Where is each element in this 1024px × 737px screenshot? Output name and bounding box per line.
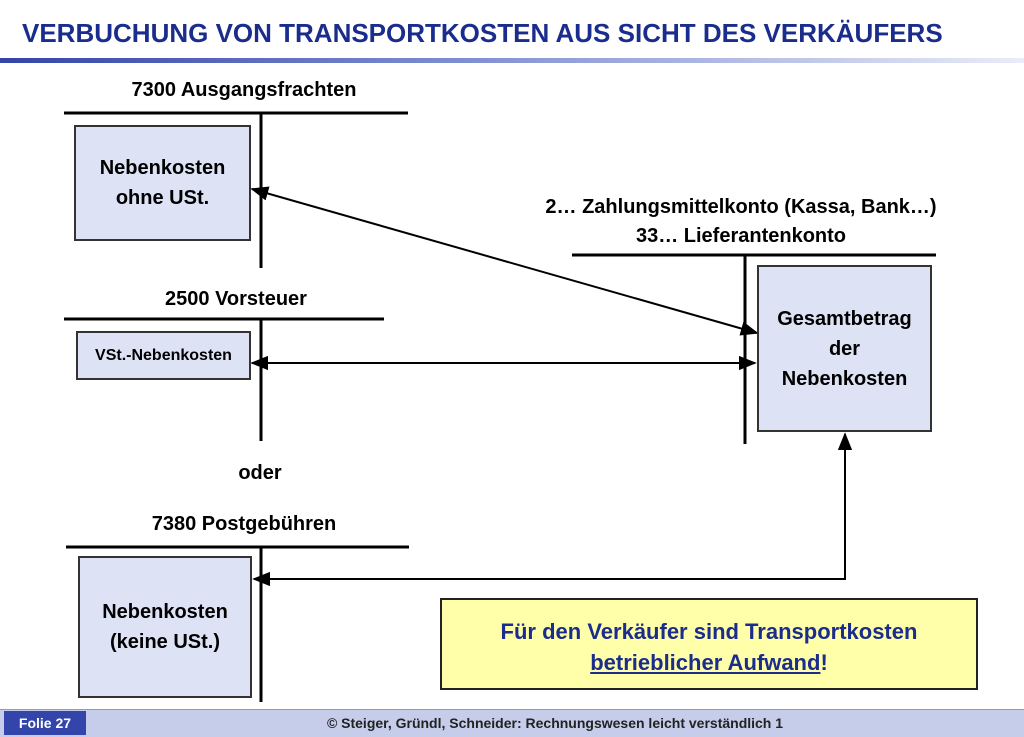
footer-bar xyxy=(0,709,1024,737)
account-label-2500: 2500 Vorsteuer xyxy=(165,288,307,310)
arrow-gesamtbetrag-to-postgebuehren xyxy=(252,432,853,587)
box-nebenkosten-ohne-ust: Nebenkosten ohne USt. xyxy=(74,125,251,241)
note-line1: Für den Verkäufer sind Transportkosten xyxy=(500,619,918,644)
arrow-gesamtbetrag-to-ausgangsfrachten xyxy=(250,186,759,336)
box-gesamtbetrag: Gesamtbetrag der Nebenkosten xyxy=(757,265,932,432)
account-label-lieferanten: 33… Lieferantenkonto xyxy=(635,225,847,247)
box-nebenkosten-keine-ust-text: Nebenkosten (keine USt.) xyxy=(102,601,228,653)
box-nebenkosten-ohne-ust-text: Nebenkosten ohne USt. xyxy=(99,157,226,209)
account-label-7300: 7300 Ausgangsfrachten xyxy=(131,79,357,101)
note-underlined-text: betrieblicher Aufwand xyxy=(590,650,821,675)
note-box: Für den Verkäufer sind Transportkosten b… xyxy=(440,598,978,690)
box-vst-nebenkosten: VSt.-Nebenkosten xyxy=(76,331,251,380)
box-gesamtbetrag-text: Gesamtbetrag der Nebenkosten xyxy=(777,307,912,390)
title-underline xyxy=(0,58,1024,63)
oder-label: oder xyxy=(238,462,282,484)
box-vst-nebenkosten-text: VSt.-Nebenkosten xyxy=(95,346,232,364)
account-label-7380: 7380 Postgebühren xyxy=(151,513,337,535)
slide-number-badge: Folie 27 xyxy=(4,711,86,735)
slide-title: VERBUCHUNG VON TRANSPORTKOSTEN AUS SICHT… xyxy=(22,18,943,48)
box-nebenkosten-keine-ust: Nebenkosten (keine USt.) xyxy=(78,556,252,698)
note-line2: betrieblicher Aufwand! xyxy=(442,647,976,678)
note-suffix: ! xyxy=(820,650,828,675)
account-label-zahlungsmittel: 2… Zahlungsmittelkonto (Kassa, Bank…) xyxy=(545,196,937,218)
footer-copyright: © Steiger, Gründl, Schneider: Rechnungsw… xyxy=(326,715,784,731)
